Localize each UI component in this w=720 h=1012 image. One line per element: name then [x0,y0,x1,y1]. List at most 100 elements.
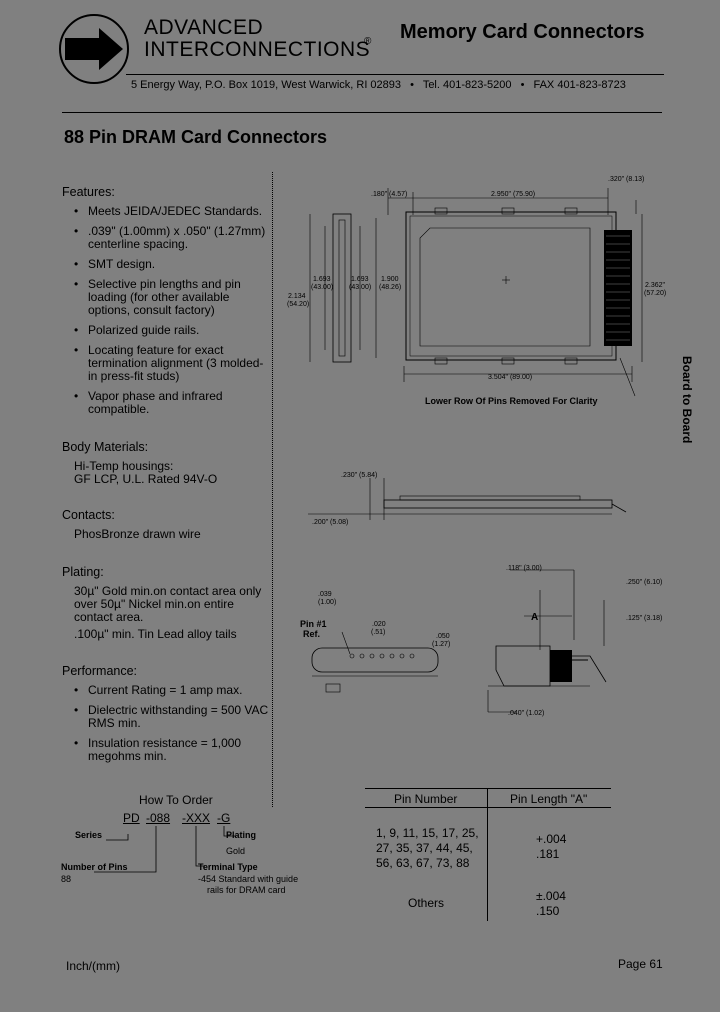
pin-table-col-pin-number: Pin Number [394,792,458,806]
list-item: .039" (1.00mm) x .050" (1.27mm) centerli… [62,225,272,251]
fax: FAX 401-823-8723 [533,79,626,91]
footer-units: Inch/(mm) [66,959,120,973]
list-item: Selective pin lengths and pin loading (f… [62,278,272,317]
dim-1693a: 1.693 [313,276,331,283]
order-terminal-line2: rails for DRAM card [207,885,286,895]
pin-table-top-rule [365,788,611,789]
order-pins-value: 88 [61,874,72,884]
list-item: Dielectric withstanding = 500 VAC RMS mi… [62,704,272,730]
dim-0180: .180" (4.57) [371,191,408,198]
list-item: SMT design. [62,258,272,272]
page-title: 88 Pin DRAM Card Connectors [64,127,328,147]
order-code-pins: -088 [146,811,171,825]
order-terminal-line1: -454 Standard with guide [198,874,299,884]
header-title: Memory Card Connectors [400,21,645,43]
dim-1693a-mm: (43.00) [311,284,334,291]
pin-table-row2-length: ±.004 .150 [536,889,566,918]
dim-039: .039 [318,591,332,598]
address-line: 5 Energy Way, P.O. Box 1019, West Warwic… [131,79,626,91]
order-series-label: Series [75,830,103,840]
performance-heading: Performance: [62,664,138,678]
order-leader-lines [94,826,235,873]
plating-text2: .100µ" min. Tin Lead alloy tails [74,627,237,641]
order-plating-label: Plating [226,830,257,840]
order-plating-value: Gold [226,846,246,856]
column-divider [272,172,273,807]
order-pins-label: Number of Pins [61,862,128,872]
dim-a-label: A [531,612,539,623]
list-item: Polarized guide rails. [62,324,272,338]
dim-2134-mm: (54.20) [287,301,310,308]
pin-table-row1-pins: 1, 9, 11, 15, 17, 25, 27, 35, 37, 44, 45… [376,826,479,870]
dim-3504: 3.504" (89.00) [488,374,533,381]
title-divider [62,112,662,113]
dim-1693b: 1.693 [351,276,369,283]
pin-table-header-rule [365,807,611,808]
list-item: Meets JEIDA/JEDEC Standards. [62,205,272,219]
dim-125: .125" (3.18) [626,615,663,622]
contacts-heading: Contacts: [62,508,115,522]
plating-section: Plating: 30µ" Gold min.on contact area o… [62,566,272,641]
side-dim-200: .200" (5.08) [312,519,349,526]
dim-2362: 2.362" [645,282,666,289]
dim-1900-mm: (48.26) [379,284,402,291]
pin-table-row1-length: +.004 .181 [536,832,567,861]
dim-040: .040" (1.02) [508,710,545,717]
footer-page: Page 61 [618,957,663,971]
dim-050-mm: (1.27) [432,641,451,648]
telephone: Tel. 401-823-5200 [422,79,512,91]
contacts-section: Contacts: PhosBronze drawn wire [62,509,272,541]
performance-list: Current Rating = 1 amp max. Dielectric w… [62,684,272,763]
drawing-note: Lower Row Of Pins Removed For Clarity [425,396,598,406]
pin-table-col-pin-length: Pin Length "A" [510,792,588,806]
side-dim-230: .230" (5.84) [341,472,378,479]
body-materials-section: Body Materials: Hi-Temp housings: GF LCP… [62,441,272,486]
ref-label: Ref. [303,629,321,639]
header-divider [126,74,664,75]
pin1-label: Pin #1 [300,619,327,629]
features-section: Features: Meets JEIDA/JEDEC Standards. .… [62,186,272,416]
dim-250: .250" (6.10) [626,579,663,586]
plating-text1: 30µ" Gold min.on contact area only over … [74,584,262,624]
top-view-drawing [309,188,643,397]
list-item: Locating feature for exact termination a… [62,344,272,383]
dim-118: .118" (3.00) [506,565,542,572]
body-materials-heading: Body Materials: [62,440,149,454]
company-name-line1: ADVANCED [144,16,264,39]
company-name-line2: INTERCONNECTIONS [144,38,371,61]
dim-2362-mm: (57.20) [644,290,667,297]
dim-1900: 1.900 [381,276,399,283]
list-item: Insulation resistance = 1,000 megohms mi… [62,737,272,763]
order-terminal-label: Terminal Type [198,862,258,872]
order-code-series: PD [123,811,140,825]
dim-2134: 2.134 [288,293,306,300]
contact-section-drawing [487,569,607,713]
pin-detail-drawing [311,631,439,693]
contacts-text: PhosBronze drawn wire [74,527,201,541]
address: 5 Energy Way, P.O. Box 1019, West Warwic… [131,79,402,91]
dim-020-mm: (.51) [371,629,386,636]
pin-table-divider [487,788,488,921]
performance-section: Performance: Current Rating = 1 amp max.… [62,665,272,763]
list-item: Current Rating = 1 amp max. [62,684,272,698]
body-materials-line1: Hi-Temp housings: [74,459,174,473]
registered-mark: ® [364,36,372,47]
side-view-drawing [308,478,627,520]
order-code-plating: -G [217,811,231,825]
dim-039-mm: (1.00) [318,599,337,606]
body-materials-line2: GF LCP, U.L. Rated 94V-O [74,472,218,486]
plating-heading: Plating: [62,565,104,579]
dim-050: .050 [436,633,450,640]
dim-020: .020 [372,621,386,628]
dim-0320: .320" (8.13) [608,176,645,183]
board-to-board-label: Board to Board [680,356,694,444]
company-logo [59,14,129,84]
features-heading: Features: [62,185,115,199]
dim-1693b-mm: (43.00) [349,284,372,291]
dim-2950: 2.950" (75.90) [491,191,536,198]
arrow-logo-icon [65,28,123,70]
how-to-order-heading: How To Order [139,793,213,807]
pin-table-row2-pins: Others [408,896,445,910]
features-list: Meets JEIDA/JEDEC Standards. .039" (1.00… [62,205,272,416]
order-code-terminal: -XXX [182,811,211,825]
